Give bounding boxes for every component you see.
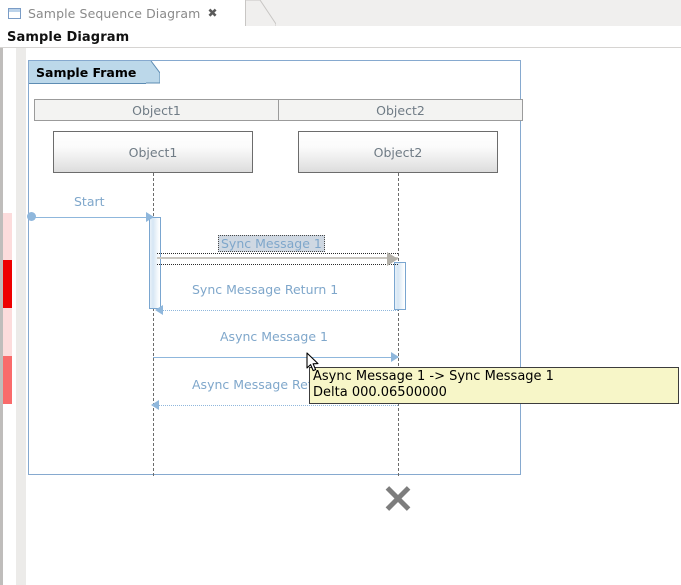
lifeline-line-object1 <box>153 173 154 476</box>
ruler-gap <box>12 48 16 585</box>
lifeline-line-object2 <box>398 173 399 476</box>
arrow-head-async-message-1 <box>391 352 399 362</box>
activation-bar-object1[interactable] <box>149 217 161 309</box>
message-line-async-message-return-1[interactable] <box>157 405 398 406</box>
canvas-left-edge <box>0 48 3 585</box>
arrow-head-sync-message-return-1 <box>155 305 163 315</box>
found-message-origin <box>27 212 36 221</box>
overview-mark[interactable] <box>3 356 12 404</box>
diagram-canvas[interactable]: Sample Frame Object1 Object2 Object1 <box>0 48 681 585</box>
overview-mark[interactable] <box>3 213 12 260</box>
tooltip-line-2: Delta 000.06500000 <box>313 385 447 400</box>
lifeline-head-label: Object1 <box>128 144 178 160</box>
activation-bar-object2[interactable] <box>394 262 406 310</box>
object-header-label: Object2 <box>376 102 425 118</box>
frame-tag-corner-icon <box>146 60 161 84</box>
lifeline-head-object2[interactable]: Object2 <box>298 131 498 173</box>
frame-label: Sample Frame <box>36 64 137 80</box>
message-selection-outline-bottom <box>157 264 398 265</box>
destroy-marker-icon[interactable] <box>383 485 413 513</box>
object-header-cell[interactable]: Object1 <box>34 99 279 121</box>
message-line-start[interactable] <box>31 217 149 218</box>
arrow-head-sync-message-1 <box>387 252 398 266</box>
hover-tooltip: Async Message 1 -> Sync Message 1 Delta … <box>309 367 679 404</box>
overview-ruler-secondary[interactable] <box>16 48 26 585</box>
message-label-async-message-return-1[interactable]: Async Message Return 1 <box>192 377 346 392</box>
mouse-cursor <box>306 352 320 373</box>
lifeline-head-label: Object2 <box>373 144 423 160</box>
arrow-head-start <box>146 212 154 222</box>
message-label-async-message-1[interactable]: Async Message 1 <box>220 329 328 344</box>
object-header-label: Object1 <box>132 102 181 118</box>
arrow-head-async-message-return-1 <box>151 400 159 410</box>
message-line-async-message-1[interactable] <box>153 357 398 358</box>
tab-title: Sample Sequence Diagram <box>28 5 201 21</box>
diagram-icon <box>8 7 21 19</box>
tab-slant-decoration <box>246 0 276 26</box>
frame-tag: Sample Frame <box>29 61 147 84</box>
overview-mark[interactable] <box>3 260 12 308</box>
close-icon[interactable]: ✖ <box>207 6 218 20</box>
message-line-sync-message-return-1[interactable] <box>161 310 398 311</box>
sequence-frame[interactable]: Sample Frame Object1 Object2 Object1 <box>27 60 523 511</box>
object-header-row: Object1 Object2 <box>34 99 523 121</box>
title-divider <box>0 47 681 48</box>
message-label-sync-message-return-1[interactable]: Sync Message Return 1 <box>192 282 339 297</box>
page-title: Sample Diagram <box>7 29 130 45</box>
message-line-sync-message-1[interactable] <box>157 257 398 259</box>
editor-tab-strip: Sample Sequence Diagram ✖ <box>0 0 681 26</box>
message-label-start[interactable]: Start <box>74 194 105 209</box>
message-label-sync-message-1[interactable]: Sync Message 1 <box>218 235 325 252</box>
lifeline-head-object1[interactable]: Object1 <box>53 131 253 173</box>
object-header-cell[interactable]: Object2 <box>278 99 523 121</box>
tooltip-line-1: Async Message 1 -> Sync Message 1 <box>313 369 554 384</box>
overview-mark[interactable] <box>3 308 12 356</box>
message-selection-outline-top <box>157 253 398 254</box>
tab-sample-sequence-diagram[interactable]: Sample Sequence Diagram ✖ <box>0 0 246 26</box>
diagram-title-bar: Sample Diagram <box>0 26 681 48</box>
